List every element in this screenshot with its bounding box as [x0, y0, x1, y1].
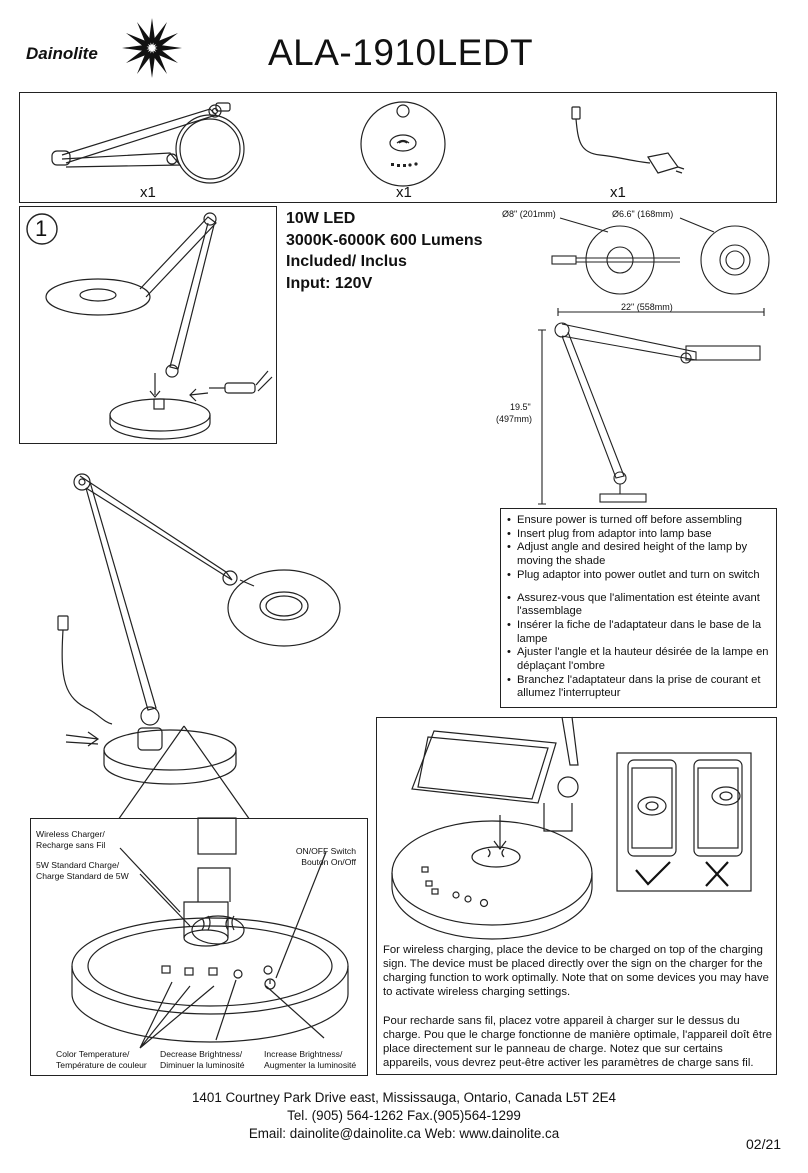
spec-color-lumens: 3000K-6000K 600 Lumens: [286, 232, 483, 249]
instruction-fr-4: Branchez l'adaptateur dans la prise de c…: [507, 674, 770, 701]
instruction-fr-1: Assurez-vous que l'alimentation est étei…: [507, 592, 770, 619]
company-address: 1401 Courtney Park Drive east, Mississau…: [191, 1090, 616, 1105]
color-temperature-label: Color Temperature/ Température de couleu…: [56, 1049, 147, 1070]
instructions-french: Assurez-vous que l'alimentation est étei…: [507, 592, 770, 702]
wireless-charging-fr-text: Pour recharde sans fil, placez votre app…: [383, 1015, 773, 1069]
dainolite-star-logo: [122, 18, 182, 78]
step-number-badge: [26, 213, 58, 245]
phone-placement-comparison: [616, 752, 752, 892]
cross-icon: [705, 861, 729, 887]
side-view-dimension-drawing: [538, 308, 765, 505]
top-view-dimension-drawing: [551, 217, 770, 295]
instruction-fr-3: Ajuster l'angle et la hauteur désirée de…: [507, 646, 770, 673]
detail-callout-lines: [117, 725, 251, 821]
decrease-brightness-label: Decrease Brightness/ Diminuer la luminos…: [160, 1049, 245, 1070]
part-qty-base: x1: [396, 184, 412, 201]
step1-assembly-drawing: [45, 212, 273, 440]
width-dimension-label: 22" (558mm): [621, 302, 673, 312]
company-email-web: Email: dainolite@dainolite.ca Web: www.d…: [248, 1126, 560, 1141]
spec-wattage: 10W LED: [286, 210, 356, 227]
model-number: ALA-1910LEDT: [268, 32, 534, 73]
lamp-arm-part-drawing: [51, 102, 245, 184]
instruction-en-1: Ensure power is turned off before assemb…: [507, 514, 770, 528]
step-number: 1: [35, 216, 48, 241]
instruction-en-4: Plug adaptor into power outlet and turn …: [507, 569, 770, 583]
brand-name: Dainolite: [26, 44, 98, 63]
adaptor-icon: [571, 106, 685, 174]
lamp-base-part-drawing: [360, 101, 446, 187]
parts-panel: x1 x1 x1: [19, 92, 777, 203]
spec-input: Input: 120V: [286, 275, 373, 292]
onoff-switch-label: ON/OFF Switch Bouton On/Off: [295, 846, 356, 867]
instructions-panel: Ensure power is turned off before assemb…: [500, 508, 777, 708]
revision-date: 02/21: [746, 1136, 782, 1152]
shade-diameter-label: Ø6.6" (168mm): [612, 209, 674, 219]
wireless-charger-label: Wireless Charger/ Recharge sans Fil: [36, 829, 106, 850]
height-dimension-inch: 19.5": [510, 402, 531, 412]
standard-charge-label: 5W Standard Charge/ Charge Standard de 5…: [36, 860, 129, 881]
phone-on-base-drawing: [391, 716, 593, 940]
spec-included: Included/ Inclus: [286, 253, 407, 270]
assembled-lamp-drawing: [57, 473, 341, 785]
step1-panel: 1: [19, 206, 277, 444]
instructions-english: Ensure power is turned off before assemb…: [507, 514, 770, 583]
instruction-en-3: Adjust angle and desired height of the l…: [507, 541, 770, 568]
part-qty-arm: x1: [140, 184, 156, 201]
check-icon: [635, 861, 671, 886]
base-controls-drawing: [71, 817, 349, 1049]
instruction-fr-2: Insérer la fiche de l'adaptateur dans le…: [507, 619, 770, 646]
part-qty-adaptor: x1: [610, 184, 626, 201]
wireless-charging-panel: [376, 717, 777, 1075]
phone-icon: [627, 759, 677, 857]
base-diameter-label: Ø8" (201mm): [502, 209, 556, 219]
increase-brightness-label: Increase Brightness/ Augmenter la lumino…: [264, 1049, 357, 1070]
instruction-en-2: Insert plug from adaptor into lamp base: [507, 528, 770, 542]
wireless-charging-en-text: For wireless charging, place the device …: [383, 944, 769, 998]
height-dimension-mm: (497mm): [496, 414, 533, 424]
company-phone-fax: Tel. (905) 564-1262 Fax.(905)564-1299: [287, 1108, 521, 1123]
base-controls-panel: [30, 818, 368, 1076]
